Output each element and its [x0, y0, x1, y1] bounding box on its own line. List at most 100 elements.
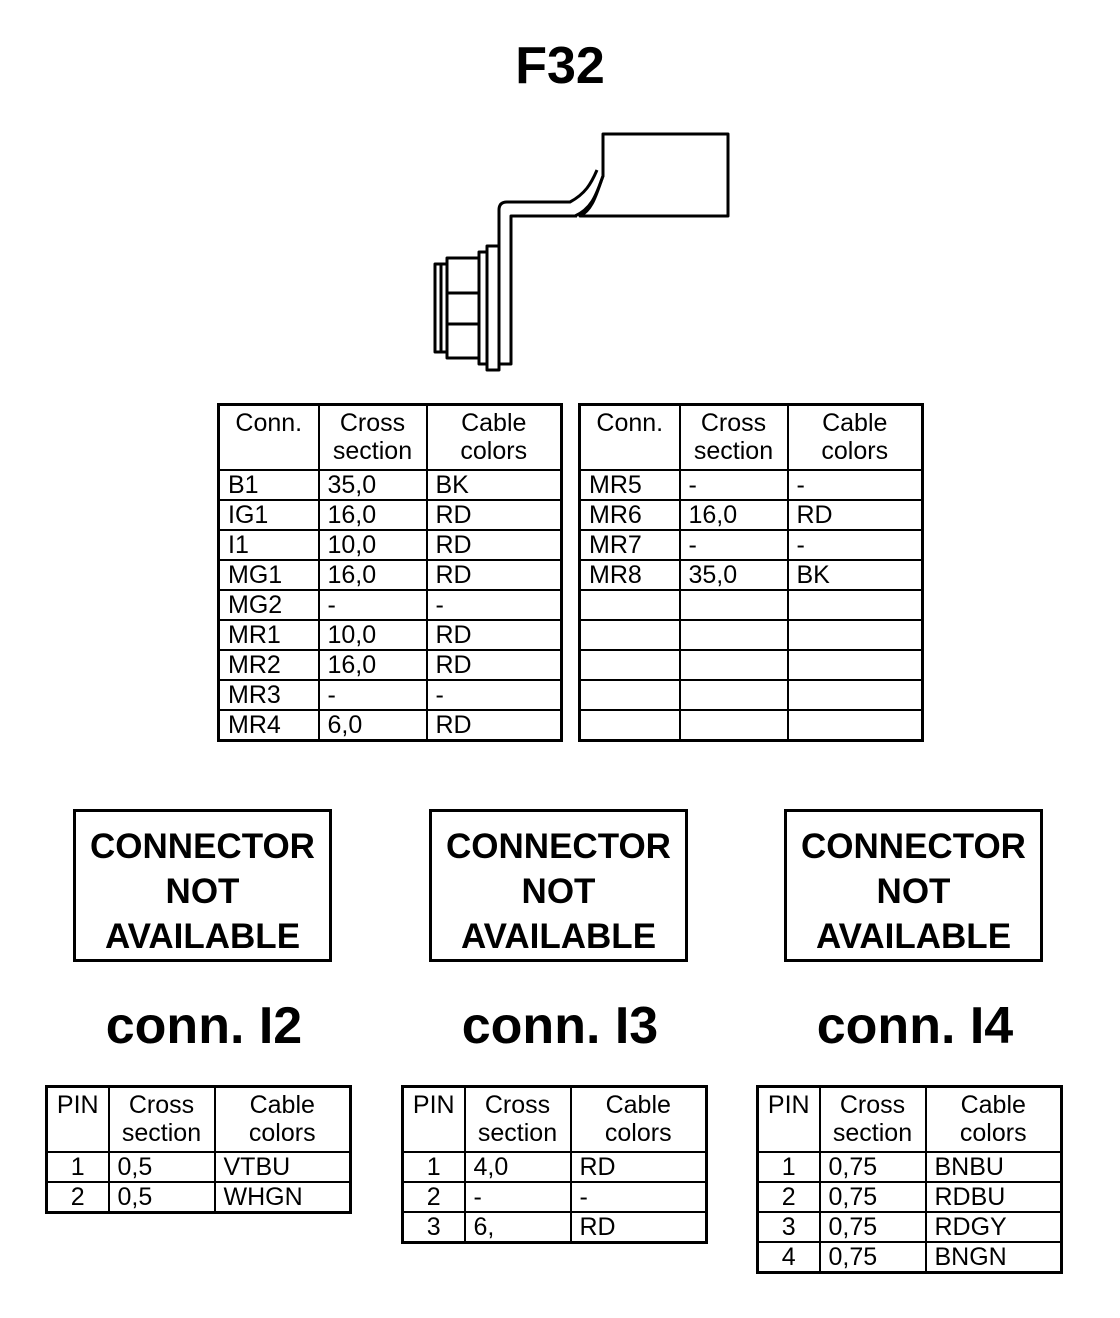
terminal-drawing [433, 132, 730, 372]
cell-id: MR3 [217, 679, 320, 711]
cell-cable-color: RD [425, 499, 563, 531]
header-cable-colors-line-2: colors [959, 1119, 1027, 1147]
table-row: MR5-- [578, 469, 924, 501]
header-conn: Conn. [217, 403, 320, 471]
cell-cable-color: RD [425, 529, 563, 561]
placeholder-line: AVAILABLE [460, 917, 657, 956]
header-cross-section-line-1: Cross [128, 1091, 195, 1119]
cell-cable-color: RD [425, 559, 563, 591]
placeholder-line: NOT [876, 872, 951, 911]
component-title: F32 [515, 37, 605, 95]
table-row: MR7-- [578, 529, 924, 561]
cell-cable-color [786, 589, 924, 621]
cell-cross-section [678, 589, 789, 621]
placeholder-line: AVAILABLE [104, 917, 301, 956]
cell-cross-section: 35,0 [317, 469, 428, 501]
cell-cross-section: - [317, 589, 428, 621]
header-cross-section-line-2: section [832, 1119, 913, 1147]
cell-cable-color: WHGN [213, 1181, 352, 1214]
header-cross-section-line-1: Cross [700, 409, 767, 437]
cell-cross-section: 16,0 [317, 559, 428, 591]
header-cable-colors-line-1: Cable [461, 409, 527, 437]
table-row [578, 619, 924, 651]
header-cross-section-line-1: Cross [839, 1091, 906, 1119]
header-cross-section-line-2: section [121, 1119, 202, 1147]
header-cable-colors-line-2: colors [604, 1119, 672, 1147]
header-cable-colors-line-2: colors [248, 1119, 316, 1147]
table-row [578, 649, 924, 681]
header-cable-colors-line-1: Cable [605, 1091, 671, 1119]
header-pin: PIN [756, 1085, 821, 1153]
cell-id: MR4 [217, 709, 320, 742]
header-cross-section-line-2: section [693, 437, 774, 465]
cell-cross-section: 10,0 [317, 529, 428, 561]
placeholder-line: NOT [521, 872, 596, 911]
cell-id: 2 [45, 1181, 110, 1214]
cell-cable-color: - [786, 469, 924, 501]
cell-id [578, 679, 681, 711]
cell-cable-color: RD [786, 499, 924, 531]
cell-id: I1 [217, 529, 320, 561]
cell-cross-section: 16,0 [678, 499, 789, 531]
cell-id [578, 589, 681, 621]
cell-cross-section: - [463, 1181, 572, 1213]
cell-id: 2 [401, 1181, 466, 1213]
connector-image-placeholder-i2: CONNECTOR NOT AVAILABLE [73, 809, 332, 962]
table-row [578, 709, 924, 742]
cell-id [578, 619, 681, 651]
cell-id: 1 [401, 1151, 466, 1183]
cell-cable-color: BNBU [924, 1151, 1063, 1183]
header-pin: PIN [401, 1085, 466, 1153]
cell-cross-section: 10,0 [317, 619, 428, 651]
cell-cross-section: 0,5 [107, 1181, 216, 1214]
cell-id: MR6 [578, 499, 681, 531]
cell-cross-section: 0,75 [818, 1211, 927, 1243]
header-cable-colors-line-1: Cable [960, 1091, 1026, 1119]
cell-id [578, 709, 681, 742]
connector-label-i3: conn. I3 [461, 997, 659, 1055]
table-row: 2-- [401, 1181, 708, 1213]
cell-cross-section: 16,0 [317, 499, 428, 531]
connector-label-i4: conn. I4 [816, 997, 1014, 1055]
cell-cable-color [786, 679, 924, 711]
header-cross-section-line-2: section [477, 1119, 558, 1147]
cell-cable-color: RD [425, 619, 563, 651]
cell-cross-section [678, 709, 789, 742]
cell-id: 3 [401, 1211, 466, 1244]
placeholder-line: AVAILABLE [815, 917, 1012, 956]
cell-id: MR5 [578, 469, 681, 501]
cell-id: MG1 [217, 559, 320, 591]
cell-cable-color: RD [569, 1211, 708, 1244]
cell-cable-color: - [425, 589, 563, 621]
connector-image-placeholder-i3: CONNECTOR NOT AVAILABLE [429, 809, 688, 962]
cell-id: MR8 [578, 559, 681, 591]
connector-label-i2: conn. I2 [105, 997, 303, 1055]
cell-cross-section: 0,75 [818, 1151, 927, 1183]
cell-cable-color [786, 649, 924, 681]
cell-cross-section [678, 619, 789, 651]
cell-cable-color: RDBU [924, 1181, 1063, 1213]
header-cross-section-line-1: Cross [339, 409, 406, 437]
